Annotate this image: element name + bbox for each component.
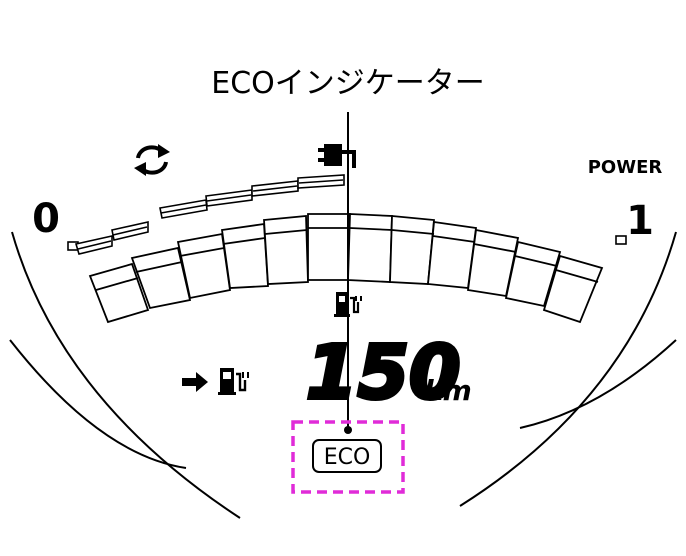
circular-arrows-icon xyxy=(134,144,170,176)
power-segment xyxy=(347,213,393,283)
bezel-outer-arc xyxy=(11,231,241,519)
eco-indicator-badge xyxy=(312,439,382,473)
eco-highlight-box xyxy=(291,420,405,494)
power-segment xyxy=(263,215,309,285)
power-bar xyxy=(88,213,604,324)
bezel-outer-arc-right xyxy=(459,231,677,507)
charging-plug-icon xyxy=(318,144,356,168)
callout-label: ECOインジケーター xyxy=(211,66,485,101)
eco-indicator-label: ECO xyxy=(324,445,371,470)
fuel-pump-plug-icon xyxy=(334,292,362,317)
range-unit: km xyxy=(424,374,472,407)
bezel-inner-arc-right xyxy=(519,339,677,429)
range-fuel-icon xyxy=(218,368,249,395)
scale-max-label: 1 xyxy=(626,198,654,244)
power-segment xyxy=(504,240,562,308)
callout-dot xyxy=(344,426,352,434)
power-segment xyxy=(307,213,351,281)
scale-min-label: 0 xyxy=(32,196,60,242)
bezel-inner-arc xyxy=(9,339,187,469)
power-segment xyxy=(542,254,604,324)
regen-bar xyxy=(74,174,345,255)
power-label: POWER xyxy=(588,157,663,178)
arrow-right-icon xyxy=(182,372,208,392)
scale-max-marker xyxy=(615,235,627,245)
power-segment xyxy=(389,215,435,285)
range-value: 150 xyxy=(306,330,460,416)
power-segment xyxy=(220,222,269,289)
